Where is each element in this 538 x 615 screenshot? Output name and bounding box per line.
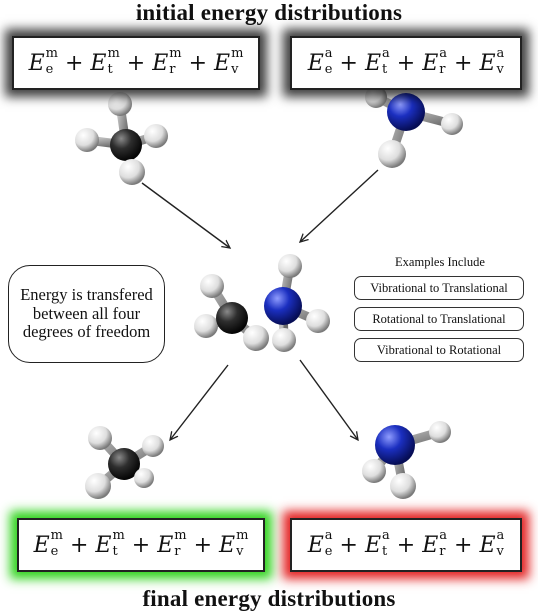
ammonia-molecule-initial: [365, 86, 463, 168]
plus-operator: +: [396, 532, 416, 558]
ammonia-molecule-final: [362, 421, 451, 499]
energy-transfer-callout: Energy is transfered between all four de…: [8, 265, 165, 363]
plus-operator: +: [339, 50, 358, 76]
methane-molecule-initial: [75, 92, 168, 185]
plus-operator: +: [69, 532, 89, 558]
plus-operator: +: [188, 50, 208, 76]
final-distributions-title: final energy distributions: [142, 586, 396, 611]
plus-operator: +: [454, 50, 473, 76]
example-rotational-to-translational: Rotational to Translational: [354, 307, 524, 331]
methane-molecule-final: [85, 426, 164, 499]
arrow-ammonia-out: [299, 359, 358, 440]
arrow-ammonia-in: [300, 169, 379, 242]
example-vibrational-to-rotational: Vibrational to Rotational: [354, 338, 524, 362]
plus-operator: +: [193, 532, 213, 558]
plus-operator: +: [126, 50, 146, 76]
example-vibrational-to-translational: Vibrational to Translational: [354, 276, 524, 300]
plus-operator: +: [454, 532, 473, 558]
initial-distributions-title: initial energy distributions: [135, 0, 403, 25]
arrow-methane-out: [170, 364, 229, 440]
plus-operator: +: [396, 50, 416, 76]
examples-heading: Examples Include: [395, 255, 485, 269]
plus-operator: +: [131, 532, 151, 558]
collision-complex: [194, 254, 330, 352]
plus-operator: +: [64, 50, 84, 76]
plus-operator: +: [339, 532, 358, 558]
arrow-methane-in: [141, 182, 230, 248]
